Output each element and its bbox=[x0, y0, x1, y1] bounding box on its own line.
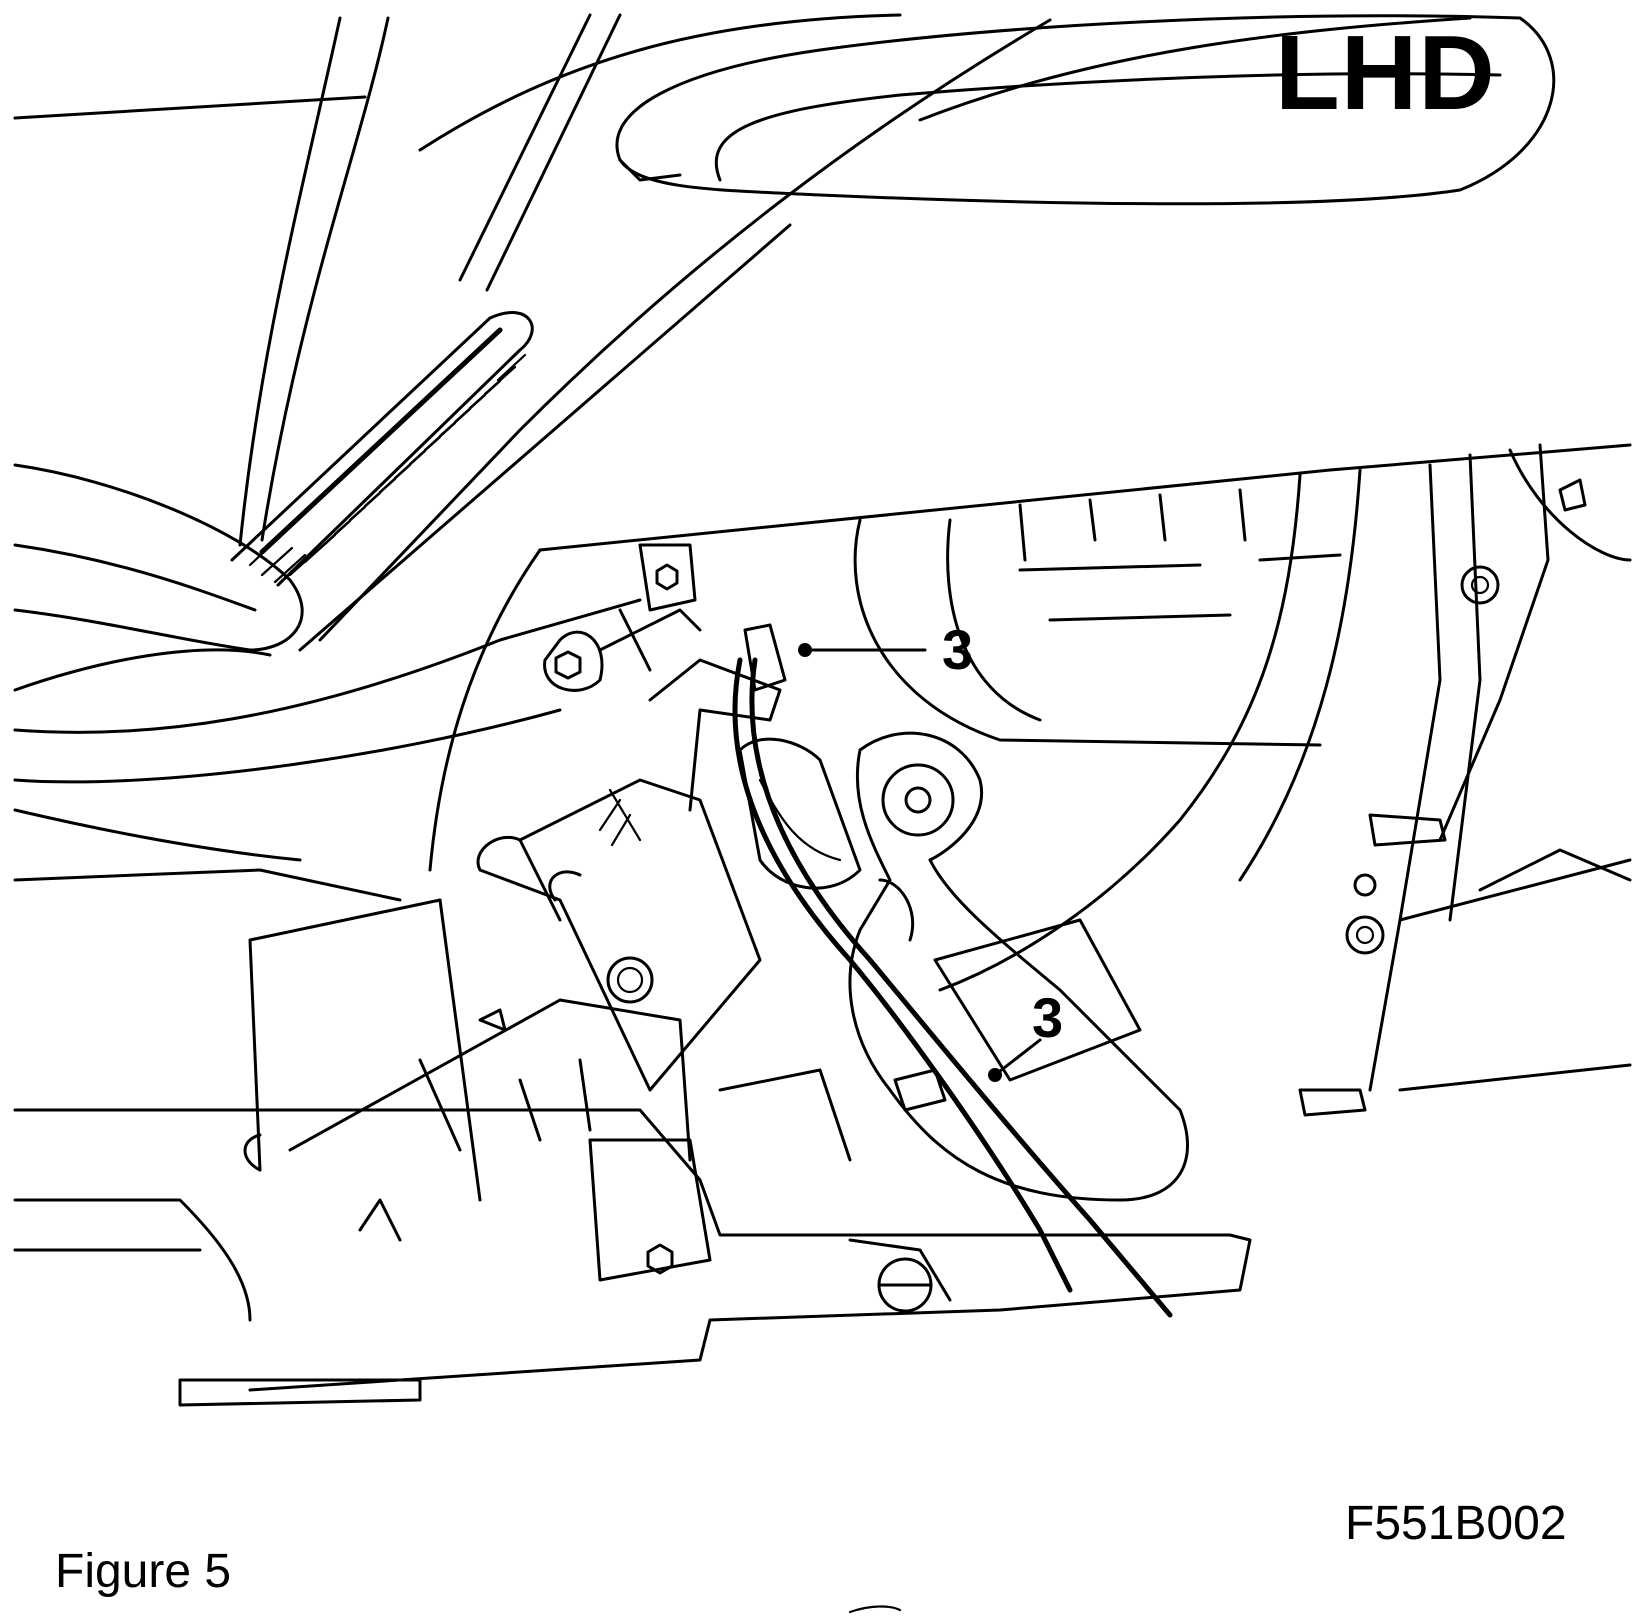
callout-label-lower: 3 bbox=[1032, 986, 1064, 1049]
lower-housing bbox=[243, 898, 692, 1242]
stray-mark bbox=[848, 1605, 902, 1614]
brake-pedal-arm bbox=[848, 731, 1189, 1202]
bolt-hex-left bbox=[554, 650, 582, 680]
dash-vent-grille bbox=[230, 311, 534, 587]
floor-base-plate bbox=[13, 1068, 1252, 1407]
callout-label-upper: 3 bbox=[942, 618, 974, 681]
harness-clip bbox=[893, 1068, 947, 1112]
callout-dot-lower bbox=[988, 1068, 1002, 1082]
bolt-hex-upper bbox=[655, 563, 679, 591]
callout-dot-upper bbox=[798, 643, 812, 657]
right-side-fixtures bbox=[1298, 478, 1587, 1117]
callout-leader-lower bbox=[993, 1038, 1042, 1077]
bolt-hex-lower bbox=[646, 1243, 674, 1275]
figure-caption: Figure 5 bbox=[55, 1545, 232, 1598]
left-mounting-bracket bbox=[543, 543, 702, 692]
switch-connector bbox=[743, 623, 787, 692]
lower-dash-panel bbox=[13, 463, 642, 902]
pivot-bushing bbox=[881, 763, 955, 837]
callout-leaders bbox=[798, 643, 1042, 1082]
figure-code: F551B002 bbox=[1345, 1497, 1567, 1550]
drive-side-label: LHD bbox=[1275, 14, 1496, 132]
windshield-pillar-lines bbox=[13, 13, 1472, 652]
wiring-harness bbox=[732, 623, 1173, 1318]
floor-slot bbox=[178, 1378, 422, 1407]
pedal-box-frame bbox=[428, 443, 1632, 1092]
steering-wheel-rim bbox=[615, 14, 1556, 206]
switch-mounting-bracket bbox=[476, 658, 782, 1092]
